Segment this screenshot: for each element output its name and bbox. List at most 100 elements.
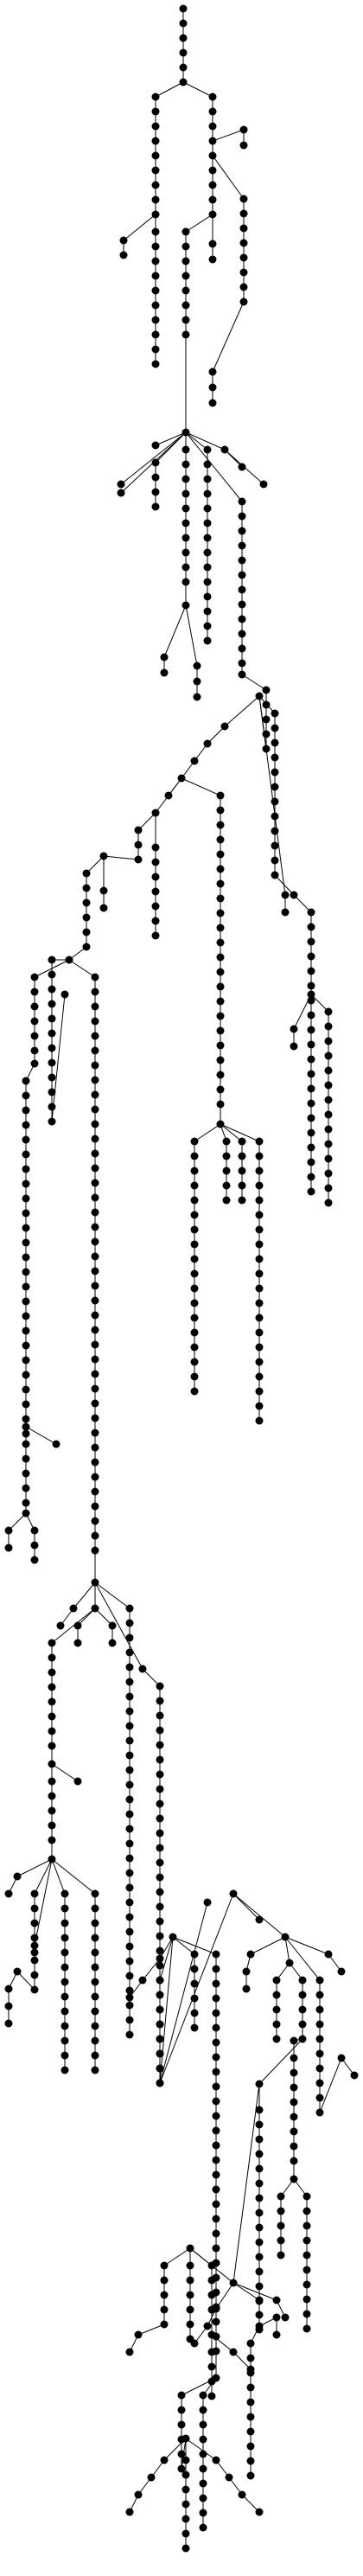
- tree-node: [91, 1934, 99, 1942]
- tree-node: [134, 2330, 143, 2339]
- tree-node: [4, 2002, 13, 2010]
- tree-node: [238, 463, 246, 471]
- tree-node: [315, 2064, 324, 2073]
- tree-node: [151, 360, 160, 368]
- tree-node: [48, 1044, 56, 1052]
- tree-node: [216, 1100, 225, 1109]
- tree-node: [242, 1967, 251, 1976]
- tree-node: [56, 1621, 65, 1630]
- tree-node: [91, 1252, 99, 1261]
- tree-node: [203, 563, 212, 572]
- tree-node: [216, 1056, 225, 1064]
- tree-node: [48, 1088, 56, 1096]
- tree-node: [91, 1443, 99, 1452]
- tree-node: [190, 1387, 199, 1396]
- tree-node: [186, 2244, 194, 2253]
- tree-node: [307, 996, 315, 1005]
- tree-node: [30, 1889, 39, 1898]
- tree-node: [186, 2305, 194, 2314]
- tree-node: [91, 1223, 99, 1231]
- tree-node: [125, 1692, 134, 1701]
- tree-node: [22, 1077, 30, 1085]
- tree-node: [151, 210, 160, 219]
- tree-node: [186, 2335, 194, 2343]
- tree-node: [48, 1727, 56, 1735]
- tree-node: [272, 1991, 281, 1999]
- tree-node: [255, 1387, 264, 1396]
- tree-node: [225, 2473, 233, 2482]
- tree-node: [91, 988, 99, 996]
- tree-node: [290, 2098, 298, 2106]
- tree-node: [30, 988, 39, 996]
- tree-edge: [159, 1936, 174, 1959]
- tree-edge: [172, 1936, 217, 1955]
- tree-edge: [68, 959, 96, 978]
- tree-node: [134, 855, 143, 864]
- tree-node: [182, 563, 190, 572]
- tree-node: [22, 1326, 30, 1335]
- tree-node: [290, 2083, 298, 2092]
- tree-node: [190, 1152, 199, 1160]
- tree-node: [177, 774, 186, 783]
- tree-node: [212, 2112, 220, 2120]
- tree-node: [271, 841, 279, 850]
- tree-node: [255, 1328, 264, 1337]
- tree-node: [199, 2464, 207, 2473]
- tree-node: [324, 1125, 333, 1134]
- tree-node: [22, 1238, 30, 1247]
- tree-node: [91, 1120, 99, 1128]
- tree-node: [307, 908, 315, 917]
- tree-node: [125, 1736, 134, 1745]
- tree-node: [91, 1193, 99, 1202]
- tree-node: [208, 210, 217, 219]
- tree-node: [134, 841, 143, 849]
- tree-node: [48, 1683, 56, 1691]
- tree-node: [125, 1986, 134, 1995]
- tree-node: [125, 1766, 134, 1774]
- tree-node: [238, 600, 246, 609]
- tree-node: [262, 730, 271, 738]
- tree-edge: [159, 1936, 174, 2084]
- tree-node: [242, 1985, 251, 1993]
- tree-node: [238, 615, 246, 623]
- tree-node: [212, 2317, 220, 2326]
- tree-node: [255, 1299, 264, 1307]
- tree-node: [73, 1621, 82, 1630]
- tree-node: [125, 1795, 134, 1804]
- tree-node: [238, 1137, 246, 1146]
- tree-node: [199, 2450, 207, 2458]
- tree-node: [91, 1517, 99, 1525]
- tree-edge: [159, 1893, 234, 2084]
- tree-edge: [250, 1936, 286, 1955]
- tree-node: [125, 1751, 134, 1760]
- tree-node: [190, 1167, 199, 1175]
- tree-node: [156, 1946, 164, 1955]
- tree-node: [216, 1120, 225, 1128]
- tree-node: [182, 272, 190, 280]
- tree-node: [307, 1040, 315, 1049]
- tree-edge: [185, 2438, 217, 2461]
- tree-node: [307, 1070, 315, 1078]
- tree-node: [22, 1165, 30, 1173]
- tree-node: [216, 865, 225, 873]
- tree-node: [169, 1933, 177, 1941]
- tree-node: [255, 1152, 264, 1160]
- tree-node: [203, 445, 212, 454]
- tree-node: [125, 1825, 134, 1833]
- tree-node: [48, 1836, 56, 1844]
- tree-node: [182, 2471, 190, 2479]
- tree-node: [91, 1282, 99, 1290]
- tree-node: [182, 534, 190, 542]
- tree-edge: [51, 994, 66, 1122]
- tree-node: [13, 1967, 22, 1976]
- tree-node: [82, 913, 91, 922]
- tree-node: [272, 2005, 281, 2014]
- tree-node: [190, 2009, 199, 2017]
- tree-node: [246, 2398, 255, 2407]
- tree-node: [212, 2082, 220, 2091]
- tree-node: [60, 1948, 69, 1957]
- tree-node: [290, 2054, 298, 2062]
- tree-node: [239, 209, 248, 218]
- tree-edge: [232, 2351, 252, 2370]
- tree-node: [216, 879, 225, 888]
